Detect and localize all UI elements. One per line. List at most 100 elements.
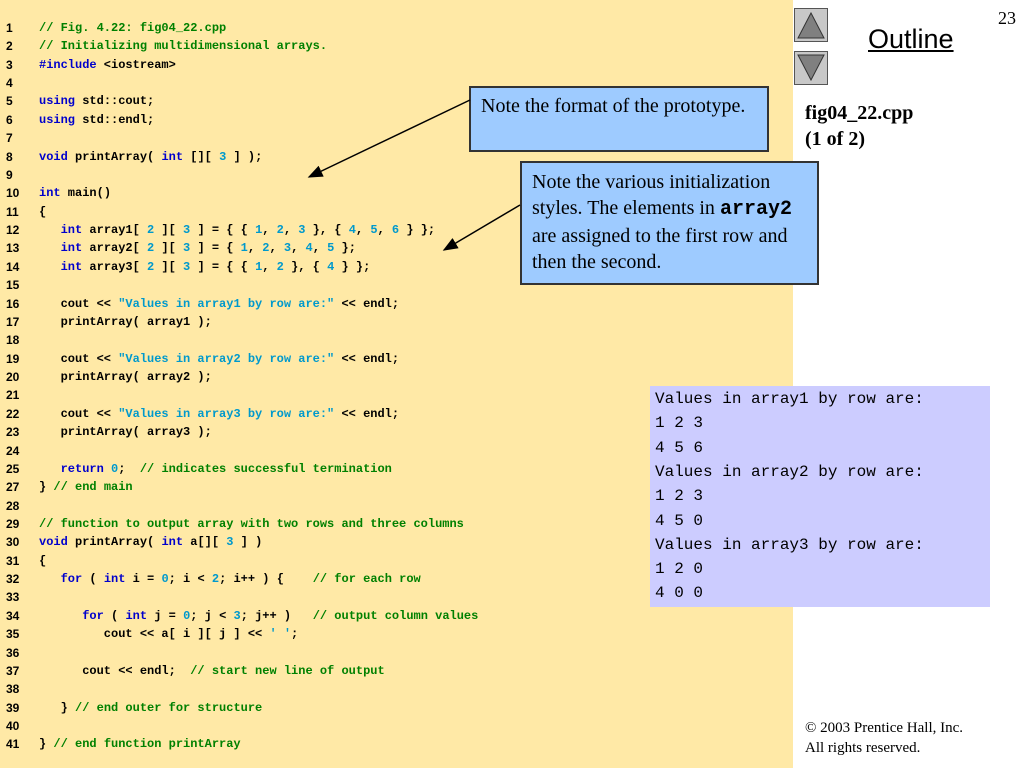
code-text: printArray( array2 ); — [39, 368, 212, 386]
code-text: // function to output array with two row… — [39, 515, 464, 533]
line-number: 32 — [6, 572, 20, 587]
line-number: 1 — [6, 21, 13, 35]
line-number: 22 — [6, 406, 20, 421]
code-token: printArray( — [67, 535, 162, 550]
code-token: 2 — [147, 259, 155, 274]
file-label: fig04_22.cpp (1 of 2) — [805, 100, 913, 152]
line-number: 37 — [6, 663, 20, 678]
code-token: // start new line of output — [190, 663, 385, 678]
code-token: ][ — [154, 241, 184, 256]
code-token: { — [39, 204, 47, 219]
code-token: 0 — [161, 572, 169, 587]
line-number: 25 — [6, 461, 20, 476]
line-number: 23 — [6, 425, 20, 440]
code-text: int array1[ 2 ][ 3 ] = { { 1, 2, 3 }, { … — [39, 221, 436, 239]
code-token: 4 — [305, 241, 313, 256]
line-number: 33 — [6, 590, 20, 605]
code-token: std::endl; — [75, 112, 155, 127]
initialization-note-text-start: Note the various initialization styles. … — [532, 171, 771, 219]
code-text: cout << endl; // start new line of outpu… — [39, 662, 385, 680]
code-token: , — [247, 241, 263, 256]
line-number: 15 — [6, 278, 20, 293]
code-token: , — [291, 241, 306, 256]
line-number: 28 — [6, 498, 20, 513]
code-text: cout << "Values in array2 by row are:" <… — [39, 350, 399, 368]
code-token: i = — [125, 572, 162, 587]
code-token: ' ' — [269, 627, 292, 642]
previous-slide-button[interactable] — [794, 8, 828, 42]
code-token: << endl; — [334, 351, 400, 366]
code-token: using — [39, 94, 76, 109]
code-token: , — [312, 241, 328, 256]
line-number: 35 — [6, 627, 20, 642]
code-token: cout << — [39, 406, 119, 421]
next-slide-button[interactable] — [794, 51, 828, 85]
code-text: using std::cout; — [39, 92, 154, 110]
code-token: using — [39, 112, 76, 127]
output-line: Values in array3 by row are: — [655, 535, 924, 554]
line-number: 12 — [6, 223, 20, 238]
code-token: ; i < — [168, 572, 212, 587]
part-indicator: (1 of 2) — [805, 128, 865, 150]
line-number: 34 — [6, 608, 20, 623]
code-text: int array2[ 2 ][ 3 ] = { 1, 2, 3, 4, 5 }… — [39, 239, 356, 257]
line-number: 11 — [6, 204, 19, 219]
code-token: void — [39, 535, 68, 550]
code-token: , — [262, 223, 277, 238]
line-number: 29 — [6, 516, 20, 531]
line-number: 39 — [6, 700, 20, 715]
copyright-line: © 2003 Prentice Hall, Inc. — [805, 720, 964, 736]
line-number: 14 — [6, 259, 20, 274]
line-number: 17 — [6, 314, 20, 329]
line-number: 38 — [6, 682, 20, 697]
code-token: std::cout; — [75, 94, 155, 109]
line-number: 10 — [6, 186, 20, 201]
code-token: cout << — [39, 296, 119, 311]
code-token: 4 — [348, 223, 356, 238]
code-token: int — [60, 223, 83, 238]
code-token — [39, 572, 61, 586]
code-token: // end function printArray — [53, 737, 241, 752]
code-token — [104, 462, 111, 476]
code-token: 3 — [283, 241, 292, 256]
code-token: ] = { { — [190, 259, 256, 274]
code-token: 5 — [370, 223, 378, 238]
code-token: 3 — [183, 241, 191, 256]
code-token: 1 — [255, 223, 263, 238]
code-token: , — [283, 223, 299, 238]
output-line: 1 2 0 — [655, 560, 704, 579]
code-text: } // end outer for structure — [39, 699, 263, 717]
line-number: 4 — [6, 76, 13, 91]
code-token: 2 — [276, 223, 284, 238]
line-number: 41 — [6, 737, 20, 752]
line-number: 21 — [6, 388, 20, 403]
outline-link[interactable]: Outline — [868, 24, 954, 54]
code-token: <iostream> — [96, 57, 176, 72]
code-text: using std::endl; — [39, 111, 154, 129]
code-token: // Fig. 4.22: fig04_22.cpp — [39, 21, 227, 35]
initialization-note-text-end: are assigned to the first row and then t… — [532, 225, 788, 273]
code-token: ] = { — [190, 241, 241, 256]
code-token: 6 — [391, 223, 400, 238]
code-token — [39, 260, 61, 274]
line-number: 30 — [6, 535, 20, 550]
line-number: 31 — [6, 553, 20, 568]
line-number: 5 — [6, 94, 13, 109]
code-token: ][ — [154, 259, 184, 274]
code-token: printArray( array3 ); — [39, 425, 212, 440]
code-token: 3 — [298, 223, 306, 238]
code-token: 2 — [211, 572, 220, 587]
code-token: 2 — [147, 223, 155, 238]
output-line: Values in array2 by row are: — [655, 462, 924, 481]
code-token: 1 — [255, 259, 263, 274]
code-token: 3 — [183, 259, 191, 274]
line-number: 8 — [6, 149, 13, 164]
code-token: "Values in array3 by row are:" — [118, 406, 335, 421]
code-token: [][ — [183, 149, 220, 164]
line-number: 6 — [6, 112, 13, 127]
output-line: Values in array1 by row are: — [655, 390, 924, 408]
code-token: } — [39, 700, 76, 715]
code-token: , — [377, 223, 392, 238]
code-text: { — [39, 203, 46, 221]
code-token: int — [39, 186, 61, 201]
